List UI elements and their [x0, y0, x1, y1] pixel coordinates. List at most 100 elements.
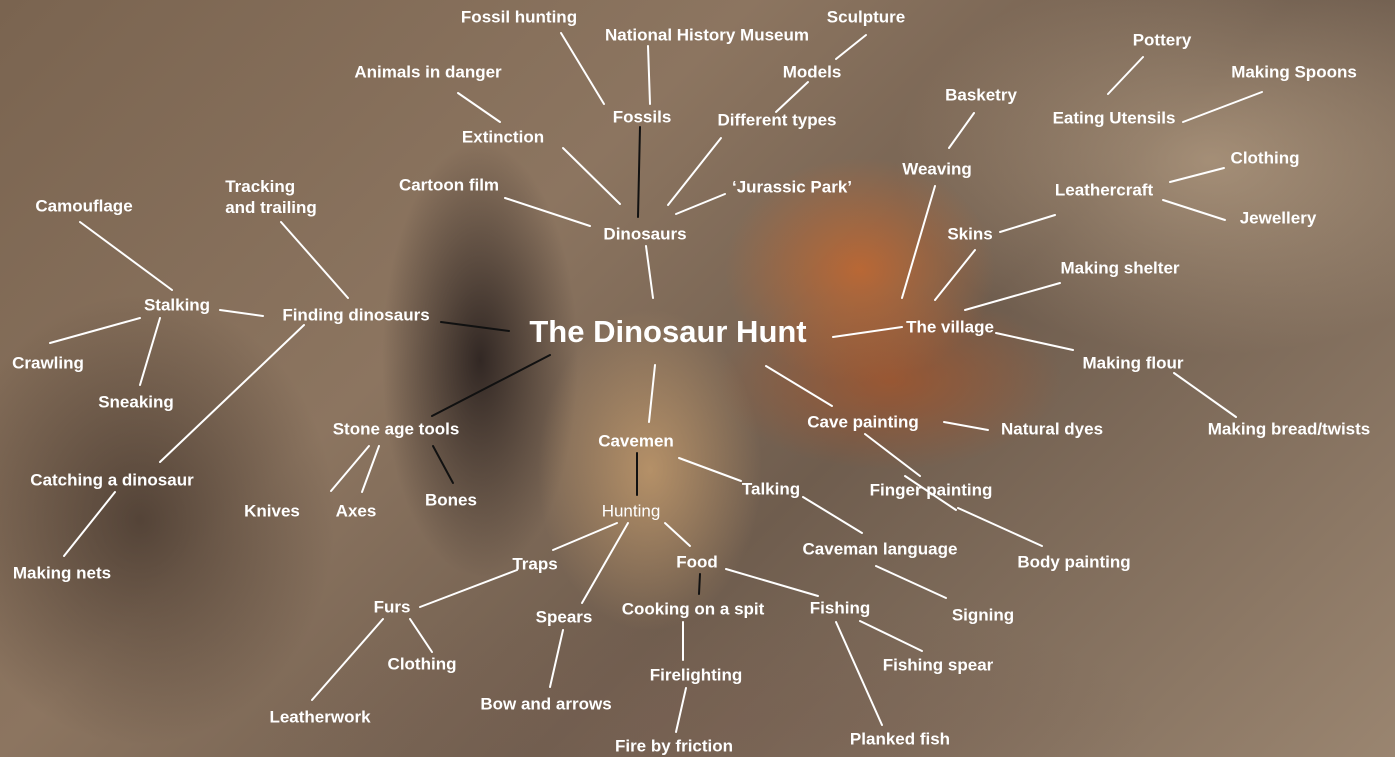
connector-line: [935, 250, 975, 300]
connector-line: [1170, 168, 1224, 182]
connector-line: [668, 138, 721, 205]
node-jurassic-park: ‘Jurassic Park’: [732, 177, 852, 198]
node-finger-painting: Finger painting: [870, 480, 993, 501]
connector-line: [561, 33, 604, 104]
node-talking: Talking: [742, 479, 800, 500]
node-fossils: Fossils: [613, 107, 672, 128]
node-cooking-spit: Cooking on a spit: [622, 599, 765, 620]
connector-line: [876, 566, 946, 598]
connector-line: [362, 446, 379, 492]
connector-line: [64, 492, 115, 556]
connector-line: [433, 446, 453, 483]
node-natural-dyes: Natural dyes: [1001, 419, 1103, 440]
connector-line: [865, 434, 920, 476]
connector-line: [420, 570, 517, 607]
connector-line: [553, 523, 617, 550]
connector-line: [902, 186, 935, 298]
node-making-nets: Making nets: [13, 563, 111, 584]
node-weaving: Weaving: [902, 159, 972, 180]
node-tracking: Tracking and trailing: [225, 176, 317, 218]
connector-line: [410, 619, 432, 652]
node-camouflage: Camouflage: [35, 196, 132, 217]
connector-line: [312, 619, 383, 700]
connector-line: [550, 630, 563, 687]
node-pottery: Pottery: [1133, 30, 1192, 51]
node-cave-painting: Cave painting: [807, 412, 918, 433]
connector-line: [699, 574, 700, 594]
node-caveman-language: Caveman language: [803, 539, 958, 560]
connector-line: [441, 322, 509, 331]
node-bones: Bones: [425, 490, 477, 511]
connector-line: [1163, 200, 1225, 220]
node-axes: Axes: [336, 501, 377, 522]
node-natural-history-museum: National History Museum: [605, 25, 809, 46]
node-making-flour: Making flour: [1082, 353, 1183, 374]
node-making-shelter: Making shelter: [1060, 258, 1179, 279]
connector-line: [676, 688, 686, 732]
connector-line: [836, 622, 882, 725]
connector-line: [140, 318, 160, 385]
node-cartoon-film: Cartoon film: [399, 175, 499, 196]
node-different-types: Different types: [717, 110, 836, 131]
connector-line: [726, 569, 818, 596]
connector-line: [766, 366, 832, 406]
node-extinction: Extinction: [462, 127, 544, 148]
node-sneaking: Sneaking: [98, 392, 174, 413]
connector-line: [996, 333, 1073, 350]
node-catching-dinosaur: Catching a dinosaur: [30, 470, 193, 491]
connector-line: [160, 325, 304, 462]
node-making-bread: Making bread/twists: [1208, 419, 1370, 440]
connector-line: [776, 82, 808, 112]
node-traps: Traps: [512, 554, 557, 575]
connector-line: [432, 355, 550, 416]
connector-line: [281, 222, 348, 298]
node-bow-arrows: Bow and arrows: [480, 694, 611, 715]
node-making-spoons: Making Spoons: [1231, 62, 1357, 83]
node-fishing-spear: Fishing spear: [883, 655, 994, 676]
node-dinosaurs: Dinosaurs: [603, 224, 686, 245]
connector-line: [1108, 57, 1143, 94]
node-the-village: The village: [906, 317, 994, 338]
connector-line: [1174, 373, 1236, 417]
node-furs: Furs: [374, 597, 411, 618]
node-clothing-bottom: Clothing: [388, 654, 457, 675]
node-knives: Knives: [244, 501, 300, 522]
connector-line: [949, 113, 974, 148]
node-sculpture: Sculpture: [827, 7, 905, 28]
connector-line: [665, 523, 690, 546]
connector-line: [649, 365, 655, 422]
connector-line: [1183, 92, 1262, 122]
connector-line: [648, 46, 650, 104]
connector-line: [679, 458, 741, 481]
node-planked-fish: Planked fish: [850, 729, 950, 750]
connector-line: [944, 422, 988, 430]
node-finding-dinosaurs: Finding dinosaurs: [282, 305, 429, 326]
connector-line: [860, 621, 922, 651]
node-hunting: Hunting: [602, 501, 661, 522]
connector-line: [676, 194, 725, 214]
connector-line: [80, 222, 172, 290]
node-eating-utensils: Eating Utensils: [1053, 108, 1176, 129]
node-cavemen: Cavemen: [598, 431, 674, 452]
connector-line: [1000, 215, 1055, 232]
node-skins: Skins: [947, 224, 992, 245]
central-title: The Dinosaur Hunt: [529, 314, 806, 350]
node-fishing: Fishing: [810, 598, 870, 619]
node-jewellery: Jewellery: [1240, 208, 1317, 229]
connector-line: [505, 198, 590, 226]
connector-line: [646, 246, 653, 298]
connector-line: [833, 327, 902, 337]
node-stone-age-tools: Stone age tools: [333, 419, 460, 440]
node-stalking: Stalking: [144, 295, 210, 316]
connector-line: [836, 35, 866, 59]
node-spears: Spears: [536, 607, 593, 628]
connector-line: [458, 93, 500, 122]
node-fire-friction: Fire by friction: [615, 736, 733, 757]
node-animals-in-danger: Animals in danger: [354, 62, 501, 83]
node-firelighting: Firelighting: [650, 665, 743, 686]
node-body-painting: Body painting: [1017, 552, 1130, 573]
node-food: Food: [676, 552, 718, 573]
node-clothing-top: Clothing: [1231, 148, 1300, 169]
